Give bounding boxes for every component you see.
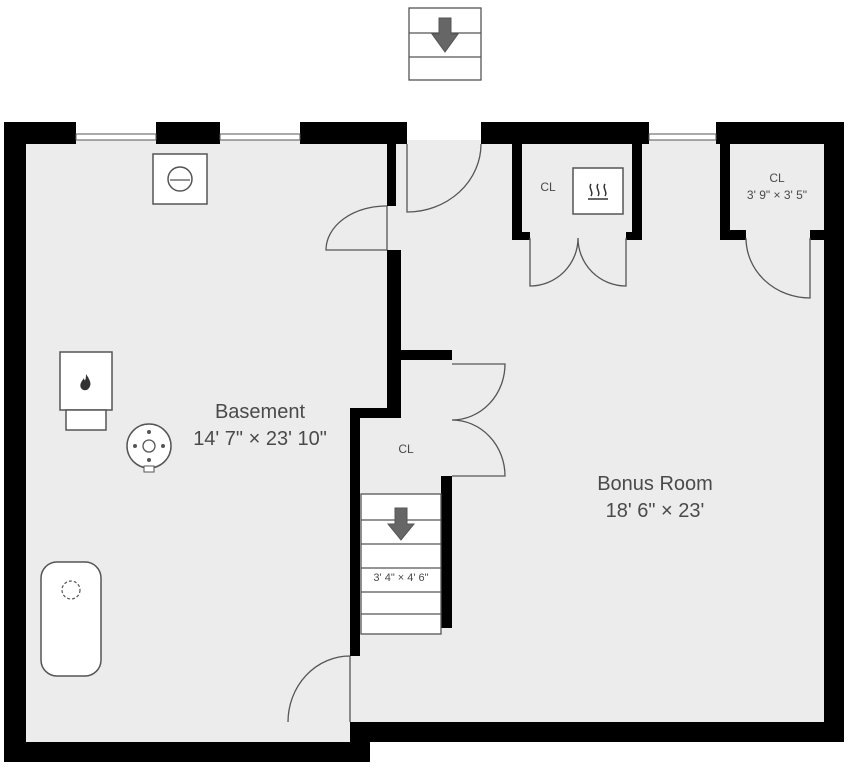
window-1	[75, 133, 157, 141]
oil-tank	[40, 561, 102, 677]
closet-mid-left	[512, 144, 522, 240]
fixtures	[40, 153, 624, 677]
wall-top-3	[300, 122, 407, 144]
windows	[75, 133, 717, 141]
arrow-down-icon	[386, 507, 416, 541]
sump-pump-inner	[142, 439, 156, 453]
labels: Basement 14' 7" × 23' 10" Bonus Room 18'…	[193, 171, 807, 584]
closet-center-right	[441, 476, 452, 628]
door-closet-right	[745, 237, 811, 299]
closet-mid-bottom-r	[626, 232, 642, 240]
oil-tank-cap	[61, 580, 81, 600]
closet-mid-bottom-l	[512, 232, 530, 240]
stairs-dims: 3' 4" × 4' 6"	[373, 572, 428, 584]
door-closet-center	[451, 363, 506, 477]
door-basement-entry	[325, 205, 388, 251]
wall-top-4	[481, 122, 649, 144]
basement-dims: 14' 7" × 23' 10"	[193, 428, 327, 450]
sump-dot-3	[133, 444, 137, 448]
basement-name: Basement	[215, 401, 305, 423]
window-2	[219, 133, 301, 141]
door-top-entry	[406, 143, 482, 213]
closet-top-right-label: CL	[769, 171, 785, 185]
wall-bottom-bonus	[350, 722, 844, 742]
sump-dot-4	[161, 444, 165, 448]
wall-interior-upper	[387, 144, 396, 206]
closet-center-label: CL	[398, 442, 414, 456]
closet-top-middle-label: CL	[540, 180, 556, 194]
door-bottom-entry	[287, 655, 351, 723]
heat-waves-icon	[588, 183, 608, 200]
water-heater-base	[65, 409, 107, 431]
bonus-room-floor	[396, 140, 828, 724]
bonus-room-dims: 18' 6" × 23'	[606, 500, 705, 522]
arrow-down-icon	[431, 17, 459, 53]
closet-mid-right	[632, 144, 642, 240]
wall-right	[824, 122, 844, 742]
door-closet-mid	[529, 237, 627, 287]
exterior-stairs	[408, 7, 482, 81]
walls	[4, 122, 844, 762]
closet-right-left	[720, 144, 730, 240]
sump-dot-1	[147, 430, 151, 434]
flame-icon	[80, 374, 91, 391]
wall-top-2	[156, 122, 220, 144]
sump-pump-outlet	[143, 465, 155, 473]
wall-interior-mid	[387, 250, 401, 416]
bonus-room-name: Bonus Room	[597, 473, 713, 495]
sump-dot-2	[147, 458, 151, 462]
wall-interior-lower	[350, 408, 360, 656]
closet-right-bottom-l	[720, 230, 746, 240]
wall-left	[4, 122, 26, 762]
wall-interior-jog	[350, 408, 401, 418]
closet-center-top	[396, 350, 452, 360]
doors	[287, 143, 811, 723]
wall-bottom-basement	[4, 742, 370, 762]
sink-bowl-icon	[167, 166, 193, 192]
closet-right-bottom-r	[810, 230, 828, 240]
stairs	[360, 493, 442, 635]
wall-top-5	[716, 122, 844, 144]
closet-top-right-dims: 3' 9" × 3' 5"	[747, 188, 807, 202]
window-3	[648, 133, 717, 141]
